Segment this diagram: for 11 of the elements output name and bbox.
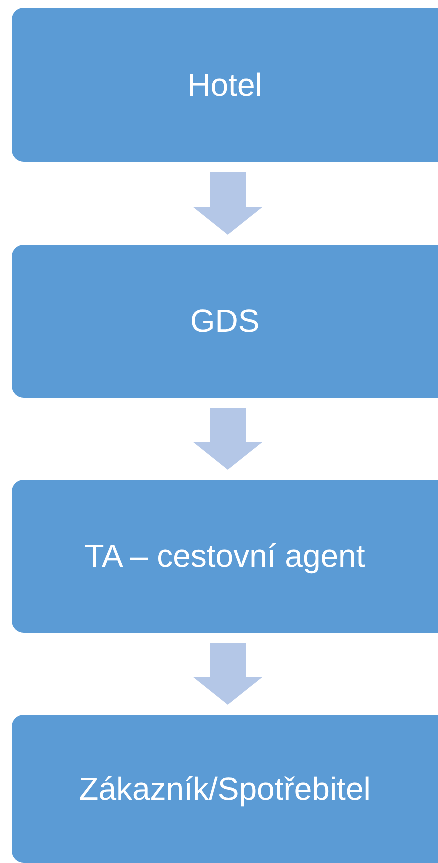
box-label: Zákazník/Spotřebitel	[79, 770, 371, 808]
block-arrow	[193, 408, 263, 470]
process-box	[12, 245, 438, 398]
box-label: TA – cestovní agent	[84, 538, 366, 575]
process-box	[12, 715, 438, 863]
process-box	[12, 8, 438, 162]
block-arrow	[193, 643, 263, 705]
box-label: GDS	[190, 303, 260, 340]
box-label: Hotel	[188, 66, 262, 104]
block-arrow	[193, 172, 263, 235]
process-box	[12, 480, 438, 633]
